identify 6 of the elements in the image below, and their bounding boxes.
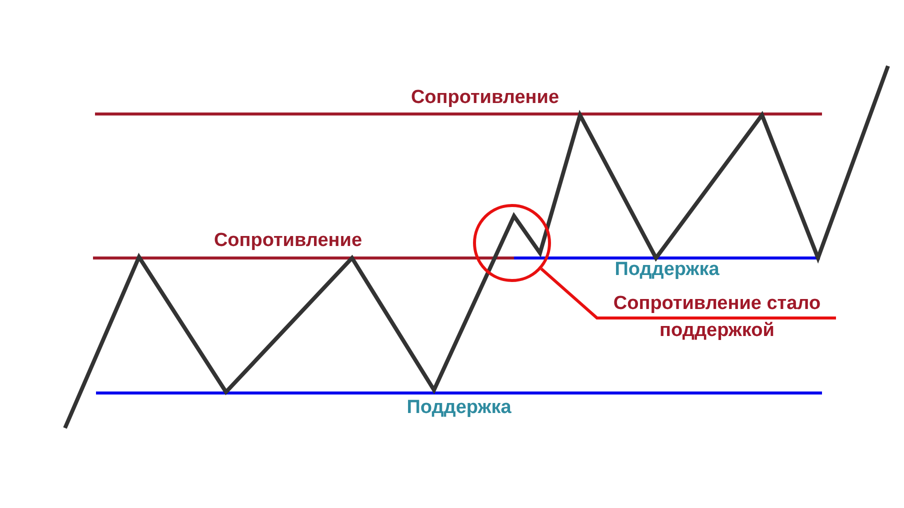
leader-line bbox=[540, 268, 836, 320]
line-label: Поддержка bbox=[614, 258, 720, 282]
line-label: Сопротивление bbox=[214, 229, 362, 253]
line-label: Сопротивление bbox=[410, 86, 560, 110]
line-label: Поддержка bbox=[406, 396, 512, 420]
callout-text: Сопротивление стало поддержкой bbox=[612, 292, 822, 343]
